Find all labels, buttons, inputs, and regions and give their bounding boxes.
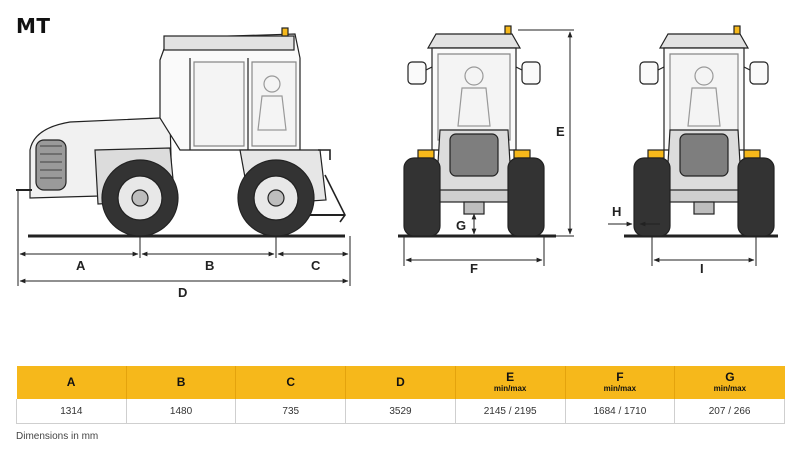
units-note: Dimensions in mm (16, 431, 99, 442)
table-cell-f: 1684 / 1710 (565, 399, 676, 424)
dimension-label-f: F (470, 261, 478, 276)
dimension-label-e: E (556, 124, 565, 139)
front-view-dimensions (403, 29, 574, 266)
narrow-view-dimensions (608, 221, 757, 266)
tractor-side-view (16, 27, 346, 238)
column-subheader: min/max (713, 384, 747, 393)
tractor-front-view-narrow (624, 25, 778, 238)
table-row: 1314 1480 735 3529 2145 / 2195 1684 / 17… (16, 399, 785, 424)
tractor-dimension-drawings: A B C D (16, 25, 778, 300)
dimension-label-a: A (76, 258, 86, 273)
table-cell-e: 2145 / 2195 (455, 399, 566, 424)
dimension-label-g: G (456, 218, 466, 233)
dimension-label-c: C (311, 258, 321, 273)
dimension-label-h: H (612, 204, 621, 219)
table-cell-g: 207 / 266 (674, 399, 785, 424)
table-cell-b: 1480 (126, 399, 237, 424)
column-header-a: A (16, 366, 127, 399)
column-header-c: C (235, 366, 347, 399)
side-view-dimensions (17, 190, 351, 286)
column-subheader: min/max (603, 384, 637, 393)
column-subheader: min/max (493, 384, 527, 393)
column-header-b: B (126, 366, 237, 399)
table-cell-d: 3529 (345, 399, 456, 424)
table-cell-a: 1314 (16, 399, 127, 424)
page-title: MT (16, 14, 51, 38)
dimension-label-d: D (178, 285, 187, 300)
table-cell-c: 735 (235, 399, 347, 424)
tractor-front-view (398, 25, 556, 238)
dimension-label-b: B (205, 258, 214, 273)
column-header-d: D (345, 366, 456, 399)
dimension-label-i: I (700, 261, 704, 276)
